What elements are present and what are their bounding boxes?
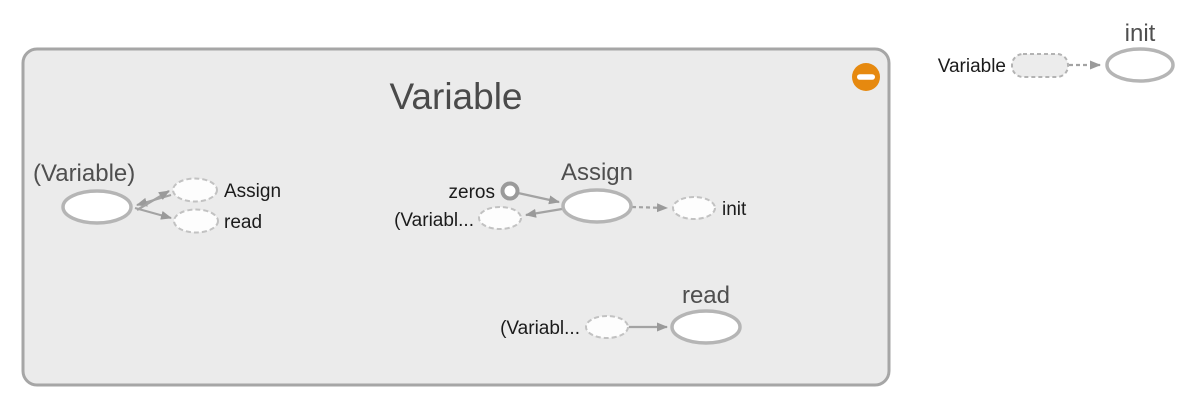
edge-variable-to-read — [134, 206, 172, 220]
variable-op-title: (Variable) — [33, 160, 135, 187]
read-op-node[interactable] — [670, 309, 742, 345]
edge-assign-to-variable-ref — [525, 207, 563, 218]
init-op-title: init — [1125, 20, 1156, 47]
variable-group-ref-node[interactable] — [1011, 53, 1069, 78]
variable-ref-node-assign[interactable] — [478, 206, 522, 230]
init-op-node[interactable] — [1105, 47, 1175, 83]
variable-op-node[interactable] — [61, 189, 133, 225]
assign-ref-node[interactable] — [172, 177, 218, 203]
read-ref-label: read — [224, 212, 262, 233]
minus-icon — [857, 74, 875, 80]
variable-group-box[interactable] — [21, 47, 891, 387]
variable-ref-label-read: (Variabl... — [500, 318, 580, 339]
edge-zeros-to-assign — [517, 191, 560, 205]
assign-ref-label: Assign — [224, 181, 281, 202]
variable-ref-label-assign: (Variabl... — [394, 210, 474, 231]
assign-op-title: Assign — [561, 159, 633, 186]
zeros-const-node[interactable] — [500, 181, 520, 201]
assign-op-node[interactable] — [561, 188, 633, 224]
read-op-title: read — [682, 282, 730, 309]
variable-group-title: Variable — [389, 76, 522, 117]
variable-ref-node-read[interactable] — [585, 315, 629, 339]
init-ref-node[interactable] — [672, 196, 716, 220]
zeros-label: zeros — [449, 182, 495, 203]
init-ref-label: init — [722, 199, 747, 220]
edge-variable-to-assign — [136, 190, 170, 211]
read-ref-node[interactable] — [173, 208, 219, 234]
collapse-button[interactable] — [852, 63, 880, 91]
variable-group-ref-label: Variable — [938, 56, 1006, 77]
edge-assign-to-init-control — [631, 203, 668, 213]
